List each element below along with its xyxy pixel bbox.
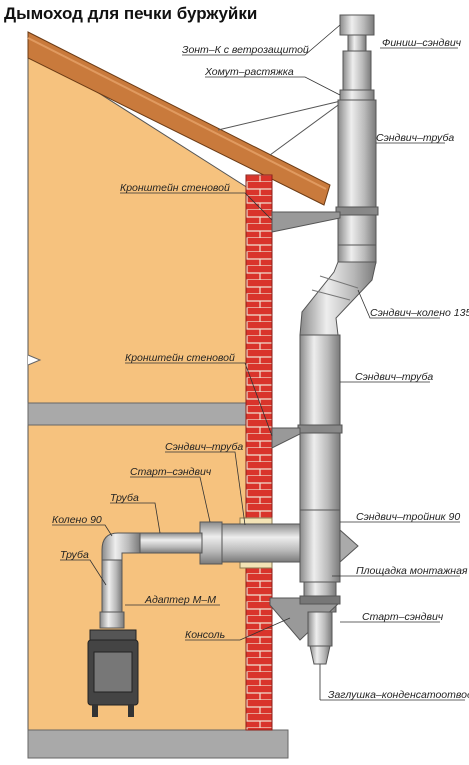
clamp-ring [339,89,375,101]
wall-brackets [271,211,341,449]
label-platform: Площадка монтажная [356,565,468,577]
sandwich-pipe-upper [337,99,377,246]
sandwich-pipe-wall [217,523,301,563]
umbrella-cap [339,14,375,36]
finish-sandwich [342,50,372,96]
label-bracket-top: Кронштейн стеновой [120,182,230,194]
break-mark [27,354,42,366]
label-start-bottom: Старт–сэндвич [362,611,444,623]
label-elbow90: Колено 90 [52,514,102,526]
house [27,47,289,759]
label-elbow135: Сэндвич–колено 135 [370,307,469,319]
label-start-left: Старт–сэндвич [130,466,212,478]
pipe-stove [101,559,123,619]
label-clamp: Хомут–растяжка [204,66,294,78]
floor-slab-middle [27,402,249,426]
label-pipe-mid: Сэндвич–труба [355,371,433,383]
condensate-plug [309,645,331,665]
chimney-middle [297,334,343,526]
label-pipe-wall: Сэндвич–труба [165,441,243,453]
floor-slab-bottom [27,729,289,759]
roof [27,31,331,206]
leader-lines [52,24,465,701]
label-finish: Финиш–сэндвич [382,37,462,49]
label-pipe-top: Сэндвич–труба [376,132,454,144]
sandwich-elbow-135 [299,261,377,336]
label-plug: Заглушка–конденсатоотвод [328,689,469,701]
page-title: Дымоход для печки буржуйки [4,4,258,23]
label-umbrella: Зонт–К с ветрозащитой [182,44,309,56]
label-pipe-stove: Труба [60,549,89,561]
elbow-90 [101,532,141,561]
start-sandwich-left [199,521,223,565]
mounting-platform [299,595,341,605]
brick-wall [245,174,273,731]
label-tee90: Сэндвич–тройник 90 [356,511,460,523]
labels: Зонт–К с ветрозащитой Финиш–сэндвич Хому… [52,37,469,701]
pipe-horizontal [139,532,203,554]
chimney-top [335,14,379,264]
label-bracket-mid: Кронштейн стеновой [125,352,235,364]
sandwich-tee-90 [299,509,359,583]
horizontal-run [99,521,301,629]
label-console: Консоль [185,629,225,641]
label-adapter: Адаптер М–М [144,594,216,606]
adapter-mm [99,611,125,629]
wall-bracket-middle [271,427,301,449]
label-pipe-horiz: Труба [110,492,139,504]
stove [87,629,139,717]
guy-wires [217,99,346,156]
chimney-bottom [269,581,341,700]
wall-bracket-upper [271,211,341,233]
